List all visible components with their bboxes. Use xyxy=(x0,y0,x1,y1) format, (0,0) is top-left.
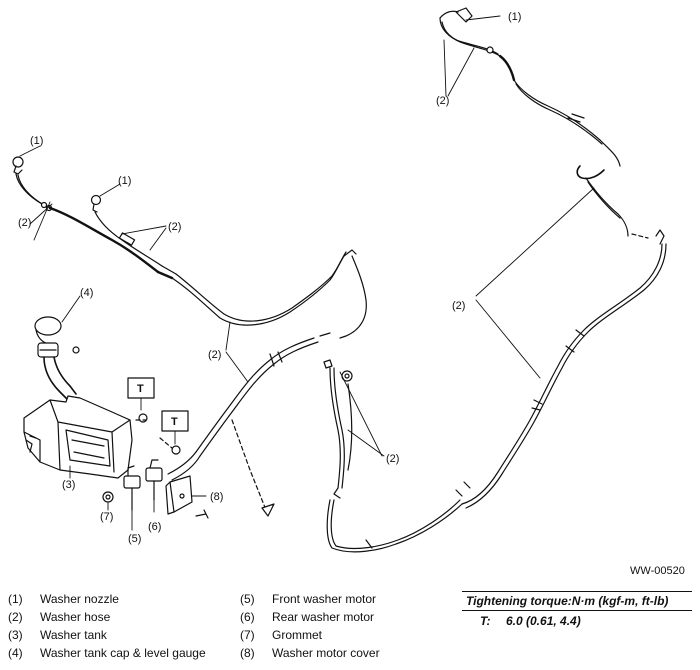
tank-hoses xyxy=(167,451,201,481)
front-nozzle-right xyxy=(90,194,102,213)
callout-rear-motor: (6) xyxy=(148,521,161,533)
legend-num: (7) xyxy=(240,628,255,642)
tank-bolt-upper xyxy=(138,413,148,423)
torque-spec-symbol: T: xyxy=(480,614,491,628)
torque-spec-value: 6.0 (0.61, 4.4) xyxy=(506,614,581,628)
callout-hose-6: (2) xyxy=(452,300,465,312)
rear-hose-lower xyxy=(326,367,463,553)
torque-box-lower-label: T xyxy=(171,416,178,428)
tank-bolt-lower xyxy=(171,445,181,455)
callout-nozzle-1: (1) xyxy=(30,135,43,147)
front-washer-motor xyxy=(123,465,141,511)
cover-screw xyxy=(195,509,209,519)
torque-spec-row: T: 6.0 (0.61, 4.4) xyxy=(462,611,692,628)
legend-label: Washer tank cap & level gauge xyxy=(40,646,206,660)
callout-hose-3: (2) xyxy=(208,349,221,361)
legend-num: (6) xyxy=(240,610,255,624)
torque-box-upper: T xyxy=(127,377,155,411)
torque-spec-title: Tightening torque:N·m (kgf-m, ft-lb) xyxy=(462,591,692,611)
legend-label: Grommet xyxy=(272,628,323,642)
hose-route-to-tank xyxy=(195,255,367,457)
callout-hose-2: (2) xyxy=(168,221,181,233)
callout-cap: (4) xyxy=(80,287,93,299)
legend-label: Front washer motor xyxy=(272,592,377,606)
legend-num: (4) xyxy=(8,646,23,660)
torque-spec: Tightening torque:N·m (kgf-m, ft-lb) T: 6… xyxy=(462,591,692,628)
rear-washer-hose xyxy=(439,17,667,509)
callout-cover: (8) xyxy=(210,491,223,503)
legend-label: Rear washer motor xyxy=(272,610,375,624)
legend-num: (3) xyxy=(8,628,23,642)
washer-motor-cover xyxy=(165,475,193,515)
legend-label: Washer motor cover xyxy=(272,646,380,660)
front-washer-hose xyxy=(15,173,357,326)
legend-num: (1) xyxy=(8,592,23,606)
leader-lines xyxy=(19,15,595,531)
callout-nozzle-2: (1) xyxy=(118,175,131,187)
rear-nozzle-top xyxy=(439,7,473,23)
front-nozzle-left xyxy=(12,156,24,175)
grommet xyxy=(102,491,114,503)
arrow-to-tank xyxy=(261,503,275,517)
rear-nozzle-connectors xyxy=(323,359,353,382)
callout-front-motor: (5) xyxy=(128,533,141,545)
legend-label: Washer nozzle xyxy=(40,592,119,606)
grommet-small xyxy=(72,346,80,354)
washer-tank xyxy=(23,395,133,479)
callout-grommet: (7) xyxy=(100,511,113,523)
callout-nozzle-3: (1) xyxy=(508,11,521,23)
washer-system-diagram: (1) (1) (1) (2) (2) (2) (2) (2) (2) (3) … xyxy=(12,7,667,553)
callout-tank: (3) xyxy=(62,479,75,491)
washer-tank-cap xyxy=(34,316,77,401)
legend-label: Washer hose xyxy=(40,610,111,624)
legend-label: Washer tank xyxy=(40,628,107,642)
callouts: (1) (1) (1) (2) (2) (2) (2) (2) (2) (3) … xyxy=(18,11,521,545)
legend-num: (5) xyxy=(240,592,255,606)
figure-code: WW-00520 xyxy=(630,565,685,577)
legend-num: (8) xyxy=(240,646,255,660)
legend-num: (2) xyxy=(8,610,23,624)
torque-box-upper-label: T xyxy=(137,383,144,395)
rear-washer-motor xyxy=(145,459,163,501)
callout-hose-4: (2) xyxy=(386,453,399,465)
torque-box-lower: T xyxy=(161,410,189,445)
callout-hose-1: (2) xyxy=(18,217,31,229)
tank-dashed-guides xyxy=(135,419,267,511)
callout-hose-5: (2) xyxy=(436,95,449,107)
